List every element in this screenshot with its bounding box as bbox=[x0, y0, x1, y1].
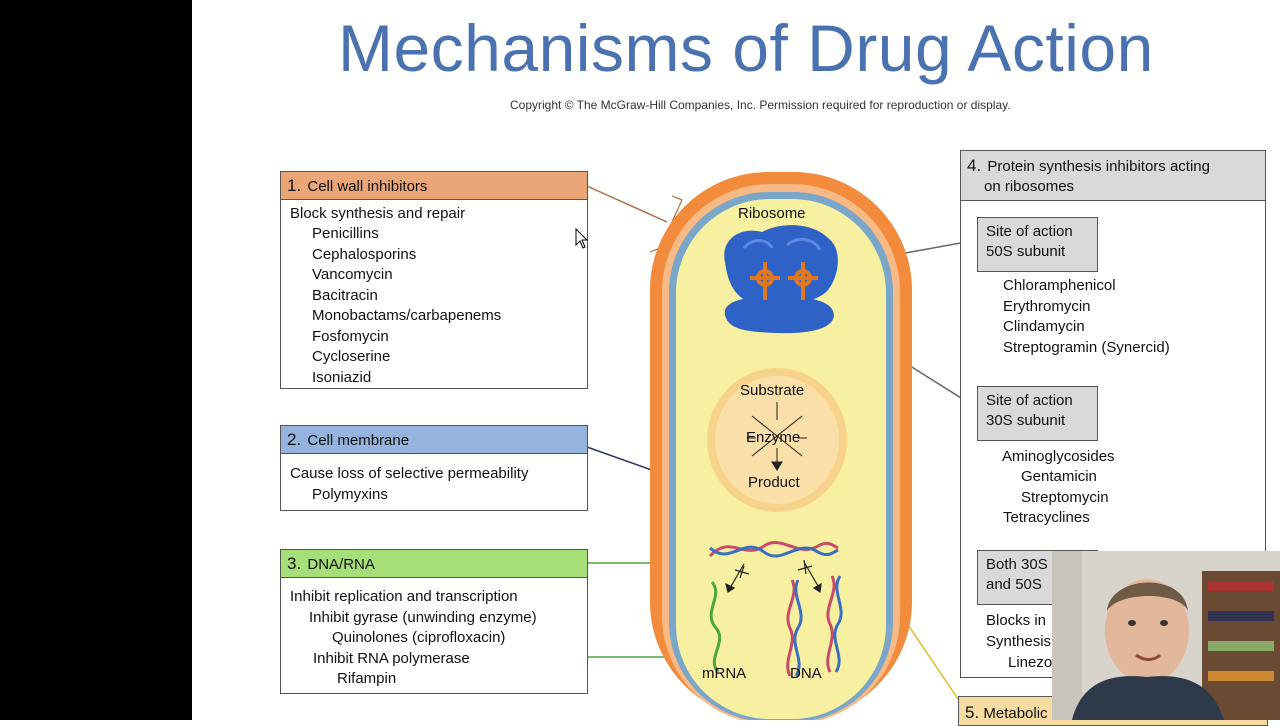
dna-helix-top bbox=[708, 541, 839, 558]
box5-label: 5. Metabolic bbox=[965, 703, 1048, 723]
drug-30s: Streptomycin bbox=[1021, 489, 1109, 506]
slide-title: Mechanisms of Drug Action bbox=[338, 11, 1154, 85]
site-50s-box: Site of action 50S subunit bbox=[977, 217, 1098, 272]
drug-50s: Erythromycin bbox=[1003, 298, 1091, 315]
box1-line: Isoniazid bbox=[312, 369, 372, 386]
box3-header: 3. DNA/RNA bbox=[281, 550, 587, 578]
left-black-bar bbox=[0, 0, 192, 720]
enzyme-star bbox=[747, 402, 807, 471]
box2-header: 2. Cell membrane bbox=[281, 426, 587, 454]
box2-line: Cause loss of selective permeability bbox=[290, 465, 529, 482]
box3-line: Rifampin bbox=[337, 670, 397, 687]
site-30s-line2: 30S subunit bbox=[986, 412, 1066, 429]
site-30s-line1: Site of action bbox=[986, 392, 1073, 409]
both-line1: Both 30S bbox=[986, 556, 1048, 573]
box2-line: Polymyxins bbox=[312, 486, 388, 503]
box1-line: Vancomycin bbox=[312, 266, 393, 283]
box-cell-membrane: 2. Cell membrane Cause loss of selective… bbox=[280, 425, 588, 511]
box1-line: Block synthesis and repair bbox=[290, 205, 466, 222]
box3-line: Inhibit RNA polymerase bbox=[313, 650, 470, 667]
presenter-video bbox=[1052, 551, 1280, 720]
drug-50s: Chloramphenicol bbox=[1003, 277, 1116, 294]
box4-number: 4. bbox=[967, 156, 982, 175]
box1-title: Cell wall inhibitors bbox=[307, 178, 428, 195]
box1-line: Cephalosporins bbox=[312, 246, 417, 263]
box3-title: DNA/RNA bbox=[307, 556, 375, 573]
ribosome-label: Ribosome bbox=[738, 205, 806, 222]
both-line2: and 50S bbox=[986, 576, 1042, 593]
trna-right bbox=[788, 262, 818, 300]
box1-line: Penicillins bbox=[312, 225, 379, 242]
drug-30s: Tetracyclines bbox=[1003, 509, 1090, 526]
box-cell-wall-inhibitors: 1. Cell wall inhibitors Block synthesis … bbox=[280, 171, 588, 389]
ribosome bbox=[724, 225, 838, 334]
drug-30s: Gentamicin bbox=[1021, 468, 1097, 485]
dna-arrows bbox=[725, 559, 822, 594]
box5-title: Metabolic bbox=[983, 705, 1048, 722]
drug-30s: Aminoglycosides bbox=[1002, 448, 1115, 465]
dna-label: DNA bbox=[790, 665, 822, 682]
copyright-notice: Copyright © The McGraw-Hill Companies, I… bbox=[510, 98, 1011, 112]
dna-strand-left bbox=[786, 579, 803, 677]
box-dna-rna: 3. DNA/RNA Inhibit replication and trans… bbox=[280, 549, 588, 694]
box4-title-line1: Protein synthesis inhibitors acting bbox=[987, 158, 1210, 175]
dna-strand-right bbox=[826, 575, 843, 673]
box3-line: Quinolones (ciprofloxacin) bbox=[332, 629, 506, 646]
box2-title: Cell membrane bbox=[307, 432, 410, 449]
enzyme-label: Enzyme bbox=[746, 429, 801, 446]
box5-number: 5. bbox=[965, 703, 980, 722]
site-30s-box: Site of action 30S subunit bbox=[977, 386, 1098, 441]
box4-title-line2: on ribosomes bbox=[984, 178, 1075, 195]
box3-line: Inhibit replication and transcription bbox=[290, 588, 518, 605]
drug-50s: Streptogramin (Synercid) bbox=[1003, 339, 1170, 356]
trna-left bbox=[750, 262, 780, 300]
substrate-label: Substrate bbox=[740, 382, 805, 399]
mouse-cursor-icon bbox=[575, 228, 589, 249]
site-50s-line1: Site of action bbox=[986, 223, 1073, 240]
mrna-label: mRNA bbox=[702, 665, 747, 682]
product-label: Product bbox=[748, 474, 800, 491]
box1-line: Monobactams/carbapenems bbox=[312, 307, 502, 324]
box1-line: Cycloserine bbox=[312, 348, 391, 365]
site-50s-line2: 50S subunit bbox=[986, 243, 1066, 260]
box1-number: 1. bbox=[287, 176, 302, 195]
drug-50s: Clindamycin bbox=[1003, 318, 1085, 335]
box3-line: Inhibit gyrase (unwinding enzyme) bbox=[309, 609, 537, 626]
cell-diagram bbox=[498, 172, 978, 720]
box4-header: 4. Protein synthesis inhibitors acting o… bbox=[961, 151, 1265, 201]
mrna-strand bbox=[709, 581, 722, 673]
connector-cell-wall bbox=[586, 185, 668, 223]
blocks-line: Blocks in bbox=[986, 612, 1047, 629]
box3-number: 3. bbox=[287, 554, 302, 573]
blocks-line: Linezo bbox=[1008, 654, 1053, 671]
box1-line: Fosfomycin bbox=[312, 328, 389, 345]
presenter-webcam bbox=[1052, 551, 1280, 720]
blocks-line: Synthesis bbox=[986, 633, 1052, 650]
box2-number: 2. bbox=[287, 430, 302, 449]
box1-line: Bacitracin bbox=[312, 287, 378, 304]
box1-header: 1. Cell wall inhibitors bbox=[281, 172, 587, 200]
